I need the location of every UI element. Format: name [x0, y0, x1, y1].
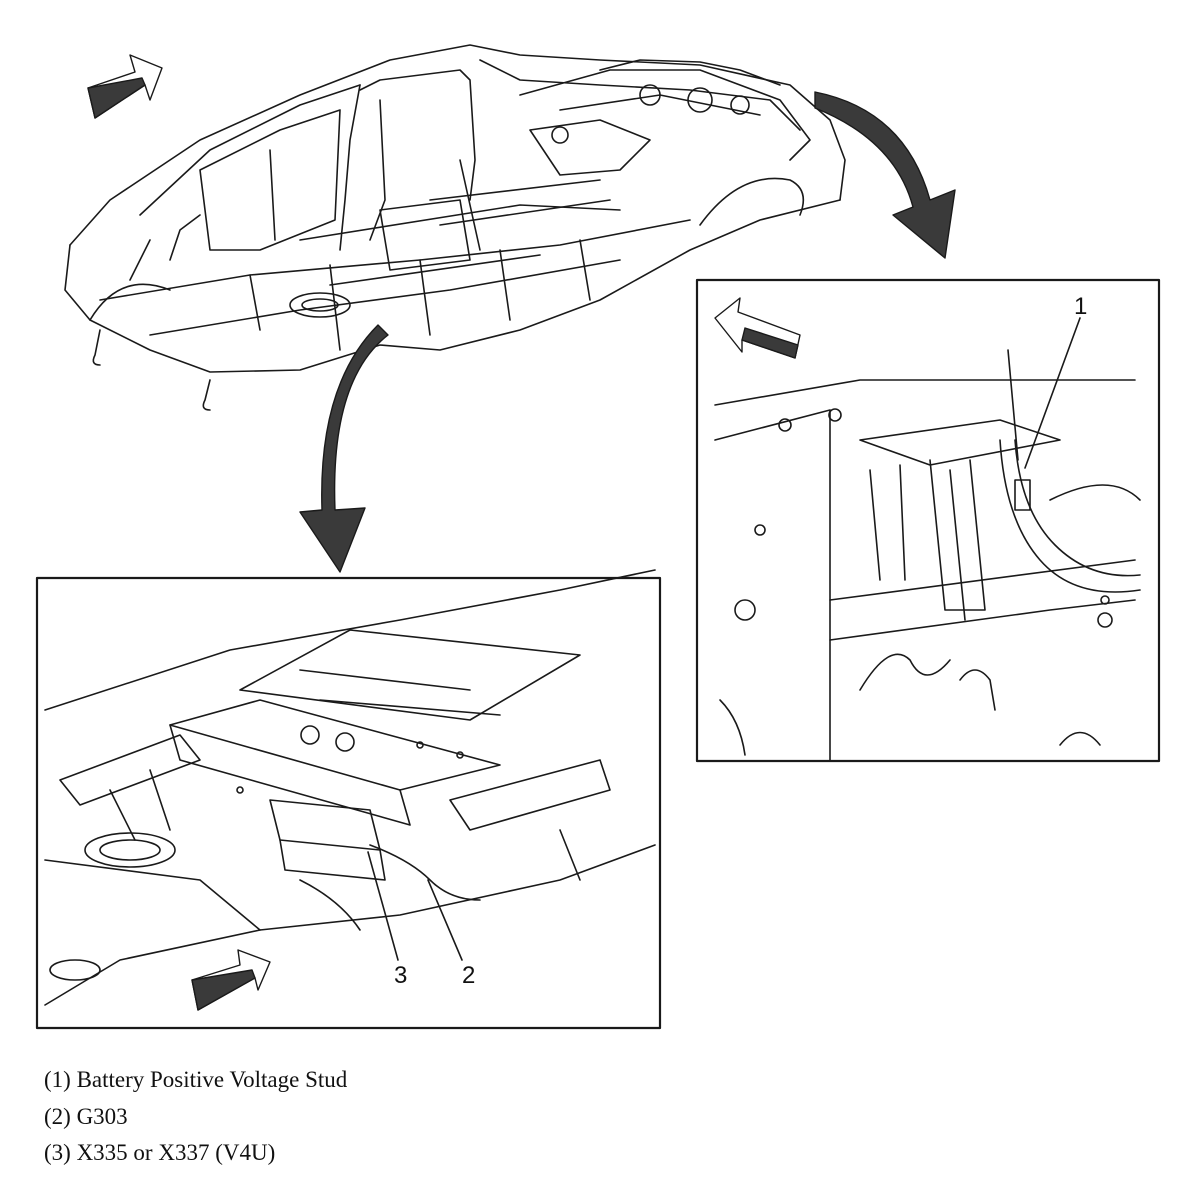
legend-item-3: (3) X335 or X337 (V4U): [44, 1140, 276, 1165]
legend: (1) Battery Positive Voltage Stud (2) G3…: [44, 1062, 347, 1172]
service-diagram: 1 2 3: [35, 44, 1161, 1030]
battery-stud-detail-view: [695, 278, 1161, 763]
direction-arrow-icon: [87, 54, 163, 119]
underbody-detail-view: [35, 569, 662, 1030]
callout-3: 3: [394, 962, 407, 989]
direction-arrow-icon: [714, 297, 801, 359]
legend-item-2: (2) G303: [44, 1103, 128, 1129]
callout-2: 2: [462, 962, 475, 989]
vehicle-body-overview: [64, 44, 846, 411]
view-arrow-icon: [814, 91, 956, 259]
legend-item-1: (1) Battery Positive Voltage Stud: [44, 1067, 348, 1092]
direction-arrow-icon: [191, 949, 271, 1011]
callout-1: 1: [1074, 293, 1087, 320]
view-arrow-icon: [299, 324, 389, 573]
